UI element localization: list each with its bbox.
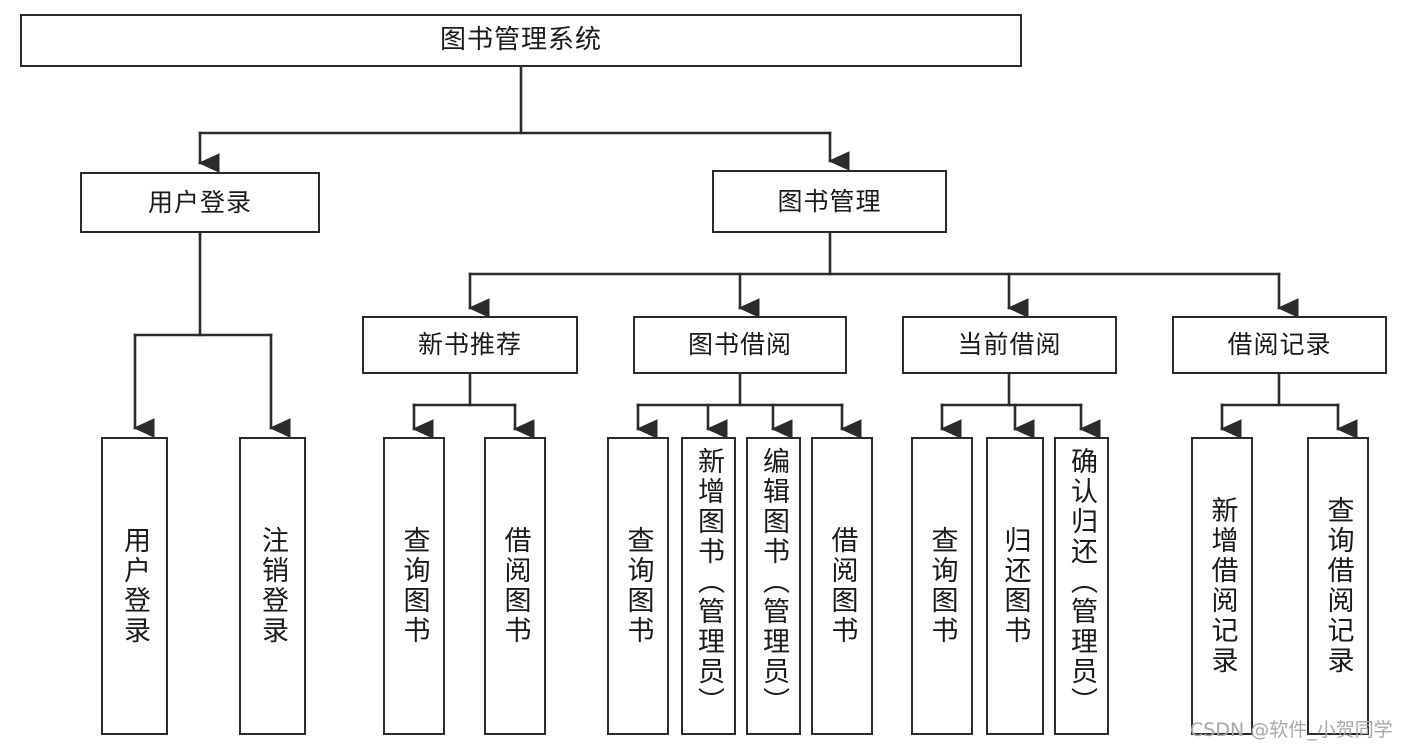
node-leaf-edit-book-admin[interactable]: 编辑图书（管理员） (746, 437, 801, 735)
node-label: 当前借阅 (957, 330, 1062, 360)
node-label: 图书借阅 (687, 330, 792, 360)
node-label: 归还图书 (999, 526, 1031, 646)
node-label: 查询图书 (622, 526, 654, 646)
node-leaf-confirm-return-admin[interactable]: 确认归还（管理员） (1054, 437, 1109, 735)
node-leaf-logout[interactable]: 注销登录 (239, 437, 306, 735)
node-label: 编辑图书（管理员） (758, 447, 789, 717)
node-label: 借阅图书 (826, 526, 858, 646)
node-root[interactable]: 图书管理系统 (20, 14, 1022, 67)
node-label: 确认归还（管理员） (1066, 447, 1097, 717)
node-leaf-add-borrow-record[interactable]: 新增借阅记录 (1191, 437, 1253, 735)
node-leaf-add-book-admin[interactable]: 新增图书（管理员） (681, 437, 736, 735)
node-label: 用户登录 (147, 187, 252, 217)
node-label: 查询借阅记录 (1322, 496, 1354, 676)
node-leaf-user-login[interactable]: 用户登录 (101, 437, 168, 735)
node-level2-borrow-record[interactable]: 借阅记录 (1172, 316, 1387, 374)
node-label: 图书管理 (777, 186, 882, 216)
node-level1-user-login[interactable]: 用户登录 (80, 172, 320, 233)
node-label: 注销登录 (257, 526, 288, 646)
node-label: 借阅图书 (499, 526, 531, 646)
node-leaf-query-book-rec[interactable]: 查询图书 (383, 437, 445, 735)
node-label: 新增借阅记录 (1206, 496, 1238, 676)
node-label: 查询图书 (398, 526, 430, 646)
node-leaf-borrow-book-rec[interactable]: 借阅图书 (484, 437, 546, 735)
node-label: 图书管理系统 (439, 25, 602, 56)
node-label: 新书推荐 (417, 330, 522, 360)
node-level2-book-borrow[interactable]: 图书借阅 (633, 316, 847, 374)
node-leaf-query-book-current[interactable]: 查询图书 (911, 437, 973, 735)
csdn-watermark: CSDN @软件_小贺同学 (1190, 719, 1393, 741)
node-leaf-return-book[interactable]: 归还图书 (986, 437, 1044, 735)
node-leaf-query-borrow-record[interactable]: 查询借阅记录 (1307, 437, 1369, 735)
node-leaf-query-book-borrow[interactable]: 查询图书 (607, 437, 669, 735)
node-level2-new-book-recommend[interactable]: 新书推荐 (362, 316, 578, 374)
node-leaf-borrow-book[interactable]: 借阅图书 (811, 437, 873, 735)
node-level2-current-borrow[interactable]: 当前借阅 (902, 316, 1117, 374)
node-label: 借阅记录 (1227, 330, 1332, 360)
node-label: 用户登录 (119, 526, 150, 646)
node-label: 新增图书（管理员） (693, 447, 724, 717)
node-level1-book-management[interactable]: 图书管理 (712, 170, 947, 233)
node-label: 查询图书 (926, 526, 958, 646)
